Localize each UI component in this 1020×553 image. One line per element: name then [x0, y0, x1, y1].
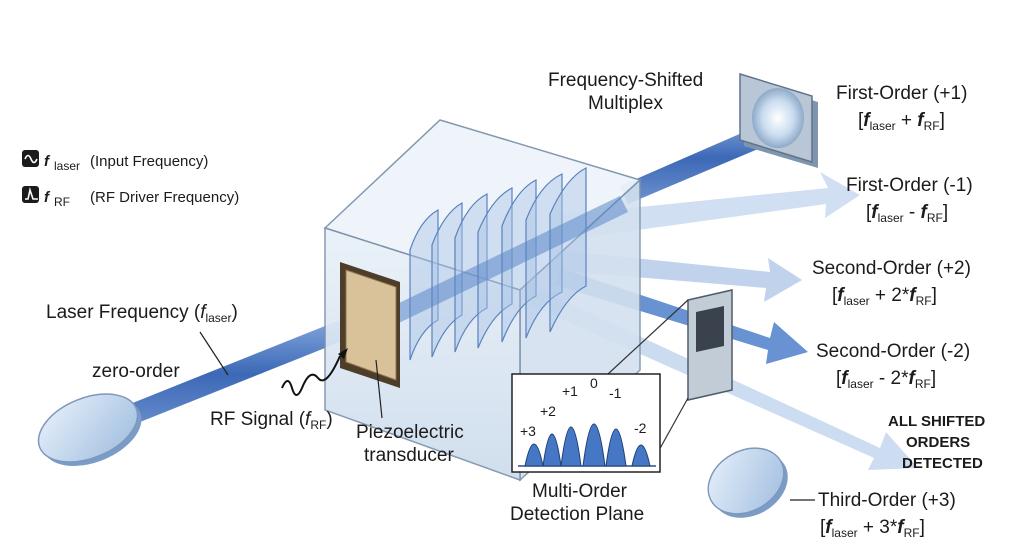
legend-symbol: f	[44, 153, 51, 170]
spectrum-peaks	[524, 423, 651, 467]
all-shifted-line1: ALL SHIFTED	[888, 413, 985, 430]
acousto-optic-crystal	[323, 119, 642, 482]
detection-label-line2: Detection Plane	[510, 504, 644, 525]
peak-label: +3	[520, 423, 536, 439]
legend-item-rf: f RF (RF Driver Frequency)	[22, 186, 239, 209]
detector-plate	[687, 289, 733, 401]
peak-label: +2	[540, 403, 556, 419]
svg-text:First-Order (+1): First-Order (+1)	[836, 83, 967, 104]
svg-text:Second-Order (-2): Second-Order (-2)	[816, 341, 970, 362]
input-beam	[95, 312, 370, 436]
peak-label: -1	[609, 385, 622, 401]
piezo-transducer	[340, 262, 400, 388]
legend-description: (Input Frequency)	[90, 153, 208, 170]
svg-text:Third-Order (+3): Third-Order (+3)	[818, 490, 956, 511]
output-mirror	[739, 72, 818, 168]
multiplex-label-line1: Frequency-Shifted	[548, 70, 703, 91]
peak-label: -2	[634, 420, 647, 436]
multiplex-label-line2: Multiplex	[588, 93, 663, 114]
order-label-plus3: Third-Order (+3) [flaser + 3*fRF]	[818, 490, 956, 540]
detection-label-line1: Multi-Order	[532, 481, 628, 502]
order-label-minus2: Second-Order (-2) [flaser - 2*fRF]	[816, 341, 970, 391]
peak-minus1	[605, 428, 627, 467]
svg-text:Second-Order (+2): Second-Order (+2)	[812, 258, 971, 279]
all-shifted-line3: DETECTED	[902, 455, 983, 472]
piezo-label-line2: transducer	[364, 445, 454, 466]
legend: f laser (Input Frequency) f RF (RF Drive…	[22, 150, 239, 209]
peak-plus1	[560, 426, 582, 467]
third-order-lens	[707, 447, 788, 518]
svg-text:[flaser + fRF]: [flaser + fRF]	[858, 110, 945, 133]
svg-text:First-Order (-1): First-Order (-1)	[846, 175, 973, 196]
legend-subscript: RF	[54, 195, 70, 209]
order-label-plus1: First-Order (+1) [flaser + fRF]	[836, 83, 967, 133]
peak-minus2	[631, 444, 651, 467]
rf-signal-wave	[281, 355, 341, 396]
svg-text:[flaser + 3*fRF]: [flaser + 3*fRF]	[820, 517, 925, 540]
peak-zero	[582, 423, 606, 467]
input-lens	[37, 393, 142, 466]
peak-plus2	[542, 433, 562, 467]
svg-text:[flaser - fRF]: [flaser - fRF]	[866, 202, 948, 225]
laser-frequency-label: Laser Frequency (flaser)	[46, 302, 238, 325]
pulse-icon	[22, 186, 39, 203]
all-shifted-line2: ORDERS	[906, 434, 970, 451]
detection-plane-inset: +3 +2 +1 0 -1 -2	[511, 373, 661, 473]
legend-item-laser: f laser (Input Frequency)	[22, 150, 208, 173]
order-label-minus1: First-Order (-1) [flaser - fRF]	[846, 175, 973, 225]
svg-text:[flaser + 2*fRF]: [flaser + 2*fRF]	[832, 285, 937, 308]
legend-description: (RF Driver Frequency)	[90, 189, 239, 206]
peak-label: +1	[562, 383, 578, 399]
svg-text:[flaser - 2*fRF]: [flaser - 2*fRF]	[836, 368, 936, 391]
peak-label: 0	[590, 375, 598, 391]
order-label-plus2: Second-Order (+2) [flaser + 2*fRF]	[812, 258, 971, 308]
legend-subscript: laser	[54, 159, 80, 173]
rf-signal-label: RF Signal (fRF)	[210, 409, 333, 432]
legend-symbol: f	[44, 189, 51, 206]
piezo-label-line1: Piezoelectric	[356, 422, 464, 443]
zero-order-label: zero-order	[92, 361, 180, 382]
